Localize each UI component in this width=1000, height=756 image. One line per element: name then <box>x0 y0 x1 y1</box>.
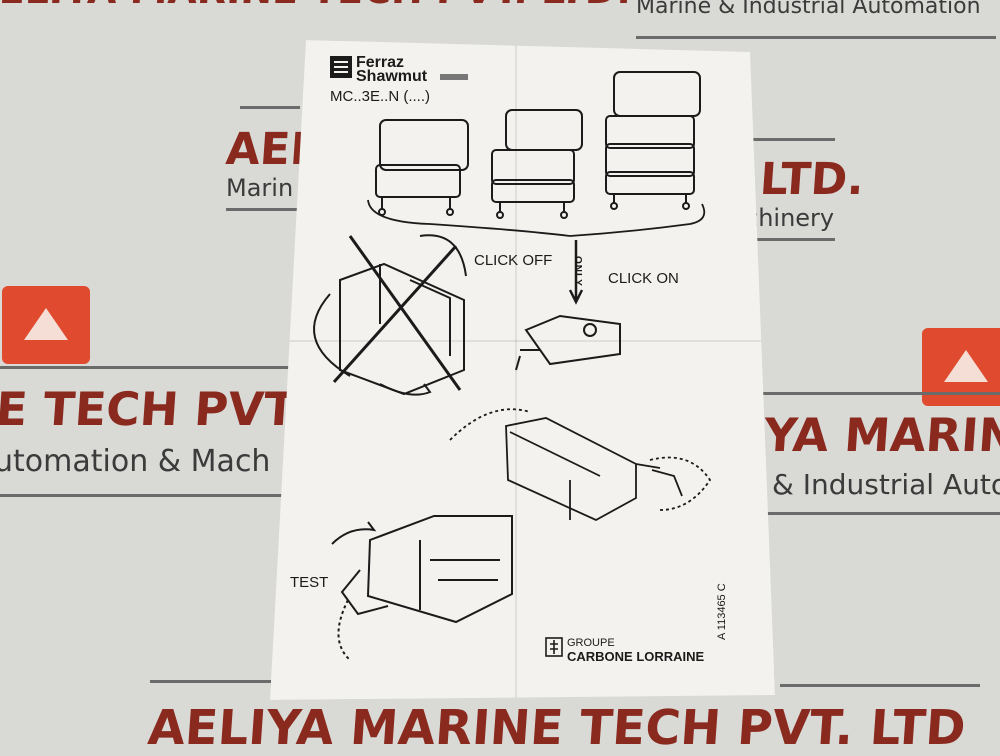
watermark-divider <box>780 684 980 687</box>
bracket-lines <box>367 199 706 237</box>
watermark-left-big: E TECH PVT. <box>0 382 308 436</box>
module-variant-3 <box>605 71 701 210</box>
watermark-divider <box>226 208 300 211</box>
hand-insert-illustration <box>449 408 712 522</box>
model-number: MC..3E..N (....) <box>330 88 431 105</box>
brand-name-line1: Ferraz <box>356 54 405 71</box>
watermark-divider <box>240 106 300 109</box>
watermark-divider <box>0 366 290 369</box>
watermark-right-big: YA MARINE TE <box>762 408 1000 462</box>
watermark-divider <box>760 512 1000 515</box>
sheet-fold-horizontal <box>270 340 775 342</box>
watermark-left-mid-sub: Marin <box>226 174 294 202</box>
module-variant-1 <box>375 119 469 216</box>
carbone-lorraine-logo-icon <box>545 637 563 657</box>
test-label: TEST <box>290 574 329 591</box>
down-arrow-icon <box>568 240 584 305</box>
only-label: ONLY <box>572 256 583 287</box>
document-number: A 113465 C <box>716 583 728 640</box>
watermark-bottom: AELIYA MARINE TECH PVT. LTD <box>146 700 968 756</box>
watermark-divider <box>0 494 290 497</box>
carbone-lorraine-label: CARBONE LORRAINE <box>567 649 705 664</box>
click-on-label: CLICK ON <box>608 270 679 287</box>
watermark-divider <box>150 680 280 683</box>
watermark-divider <box>760 392 1000 395</box>
click-off-illustration <box>313 234 467 396</box>
module-variant-2 <box>491 109 583 219</box>
watermark-divider <box>745 238 835 241</box>
watermark-top: AELIYA MARINE TECH PVT. LTD. <box>0 0 633 12</box>
click-on-illustration <box>515 314 621 371</box>
instruction-sheet: Ferraz Shawmut MC..3E..N (....) CLICK OF… <box>270 40 775 700</box>
watermark-right-sub: & Industrial Autom <box>772 468 1000 501</box>
watermark-top-right: Marine & Industrial Automation <box>636 0 981 19</box>
watermark-logo-left <box>2 286 90 364</box>
watermark-divider <box>745 138 835 141</box>
watermark-divider <box>636 36 996 39</box>
watermark-left-sub: utomation & Mach <box>0 444 271 479</box>
groupe-label: GROUPE <box>567 637 615 649</box>
brand-name-line2: Shawmut <box>356 68 428 85</box>
click-off-label: CLICK OFF <box>474 252 553 269</box>
sheet-illustrations <box>313 56 712 661</box>
watermark-right-mid: LTD. <box>758 154 866 205</box>
ferraz-logo-icon <box>330 56 468 80</box>
watermark-right-mid-sub: chinery <box>745 204 835 232</box>
test-illustration <box>331 515 513 661</box>
